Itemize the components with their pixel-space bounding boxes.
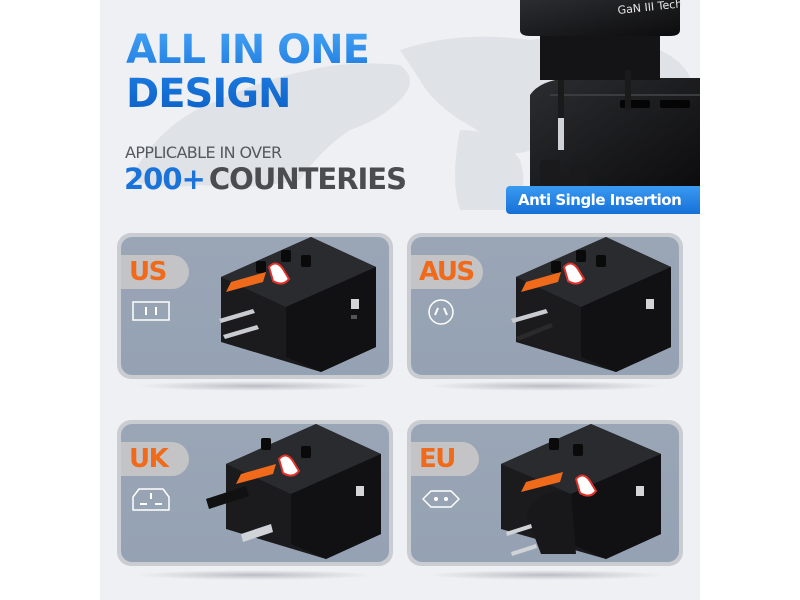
panel-label-aus: AUS (411, 255, 483, 289)
adapter-us-plug-image (219, 237, 376, 372)
subheading: APPLICABLE IN OVER (125, 143, 282, 162)
panel-eu: EU (407, 420, 683, 566)
panel-aus-shadow (425, 381, 665, 391)
headline-line-2: DESIGN (126, 71, 291, 117)
country-count-number: 200+ (124, 162, 206, 196)
adapter-uk-plug-image (206, 424, 381, 559)
panel-uk: UK (117, 420, 393, 566)
headline-line-1: ALL IN ONE (126, 27, 369, 73)
panel-us: US (117, 233, 393, 379)
adapter-aus-plug-image (511, 237, 671, 372)
panel-label-eu: EU (411, 442, 479, 476)
panel-label-us: US (121, 255, 189, 289)
uk-socket-icon (132, 488, 170, 511)
eu-socket-icon (422, 490, 460, 508)
panel-eu-shadow (425, 570, 665, 580)
headline: ALL IN ONE DESIGN (126, 28, 369, 116)
country-count: 200+COUNTERIES (124, 162, 407, 196)
panel-aus: AUS (407, 233, 683, 379)
adapter-eu-plug-image (501, 424, 661, 559)
panel-label-uk: UK (121, 442, 189, 476)
country-count-word: COUNTERIES (208, 162, 407, 196)
aus-socket-icon (428, 299, 454, 325)
us-socket-icon (132, 301, 170, 321)
panel-us-shadow (135, 381, 375, 391)
gan-charger-on-adapter-image: GaN III Tech (520, 0, 700, 188)
panel-uk-shadow (135, 570, 375, 580)
product-infographic: ALL IN ONE DESIGN APPLICABLE IN OVER 200… (100, 0, 700, 600)
anti-single-insertion-banner: Anti Single Insertion (506, 186, 700, 214)
